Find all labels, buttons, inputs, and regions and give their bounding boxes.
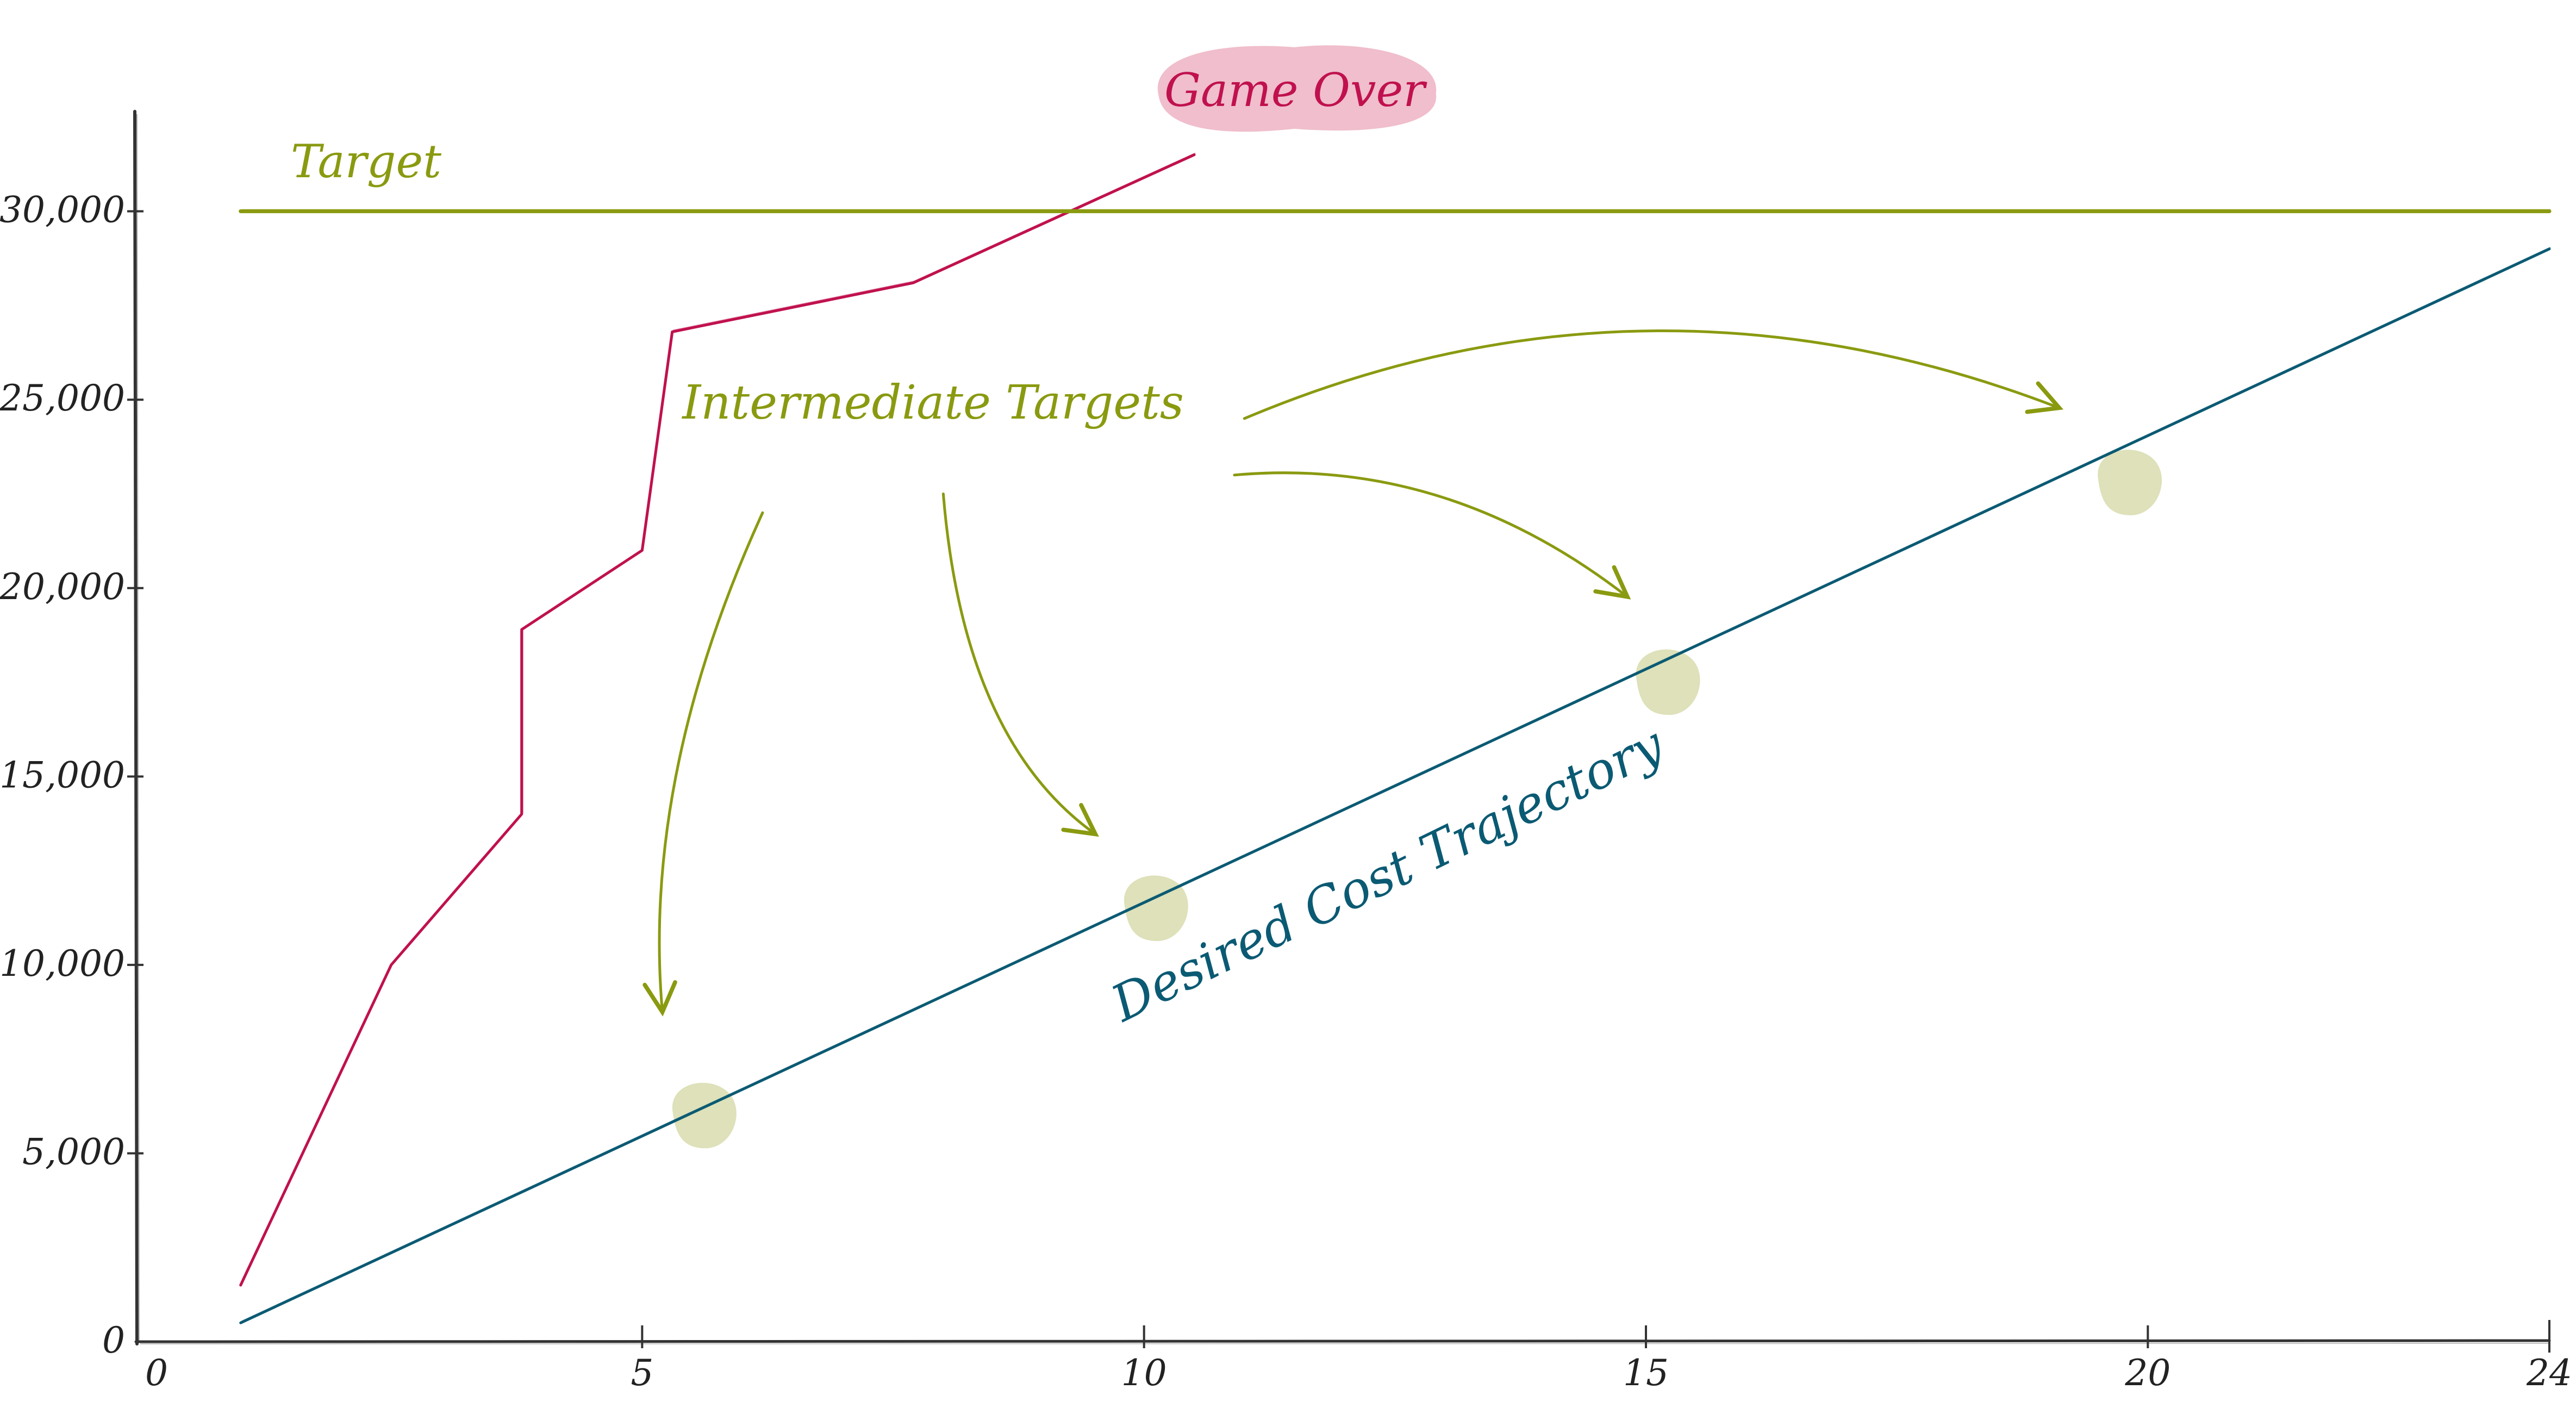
game-over-label: Game Over <box>1164 64 1427 117</box>
series-desired-line <box>239 247 2551 1324</box>
y-tick-label: 5,000 <box>22 1131 125 1173</box>
y-tick-label: 10,000 <box>0 943 125 985</box>
game-over-highlight <box>1157 45 1437 132</box>
y-tick-label: 15,000 <box>0 754 125 796</box>
x-axis-line <box>134 1339 2551 1345</box>
intermediate-target-marker <box>672 1082 737 1149</box>
annotation-arrow <box>1233 471 1631 600</box>
annotation-arrows <box>643 329 2064 1017</box>
x-axis-line-sketch <box>140 1343 2550 1344</box>
y-tick-label: 25,000 <box>0 377 125 419</box>
intermediate-target-markers <box>672 450 2162 1149</box>
intermediate-target-marker <box>1124 875 1188 941</box>
target-label: Target <box>291 135 441 188</box>
y-axis-line <box>133 110 139 1346</box>
annotation-arrow <box>1243 329 2064 420</box>
series-lines <box>239 152 2552 1324</box>
y-axis-line-sketch <box>136 114 140 1343</box>
y-tick-label: 0 <box>102 1319 125 1361</box>
x-tick-label: 0 <box>145 1352 168 1394</box>
annotation-arrow <box>941 492 1099 837</box>
x-tick-label: 15 <box>1623 1352 1669 1394</box>
x-tick-label: 10 <box>1121 1352 1167 1394</box>
x-tick-label: 24 <box>2526 1352 2572 1394</box>
intermediate-targets-label: Intermediate Targets <box>681 376 1184 430</box>
y-tick-label: 30,000 <box>0 189 125 231</box>
desired-cost-trajectory-label: Desired Cost Trajectory <box>1102 715 1673 1033</box>
x-tick-label: 20 <box>2124 1352 2170 1394</box>
y-tick-label: 20,000 <box>0 566 125 608</box>
intermediate-target-marker <box>2098 450 2162 515</box>
series-desired-sketch <box>241 246 2551 1322</box>
annotation-arrow <box>643 511 764 1017</box>
series-actual-sketch <box>241 152 1196 1284</box>
axes: 0 5 10 15 20 24 0 5,000 10,000 15,000 20,000 25,000… <box>0 110 2572 1394</box>
x-tick-label: 5 <box>631 1352 653 1394</box>
